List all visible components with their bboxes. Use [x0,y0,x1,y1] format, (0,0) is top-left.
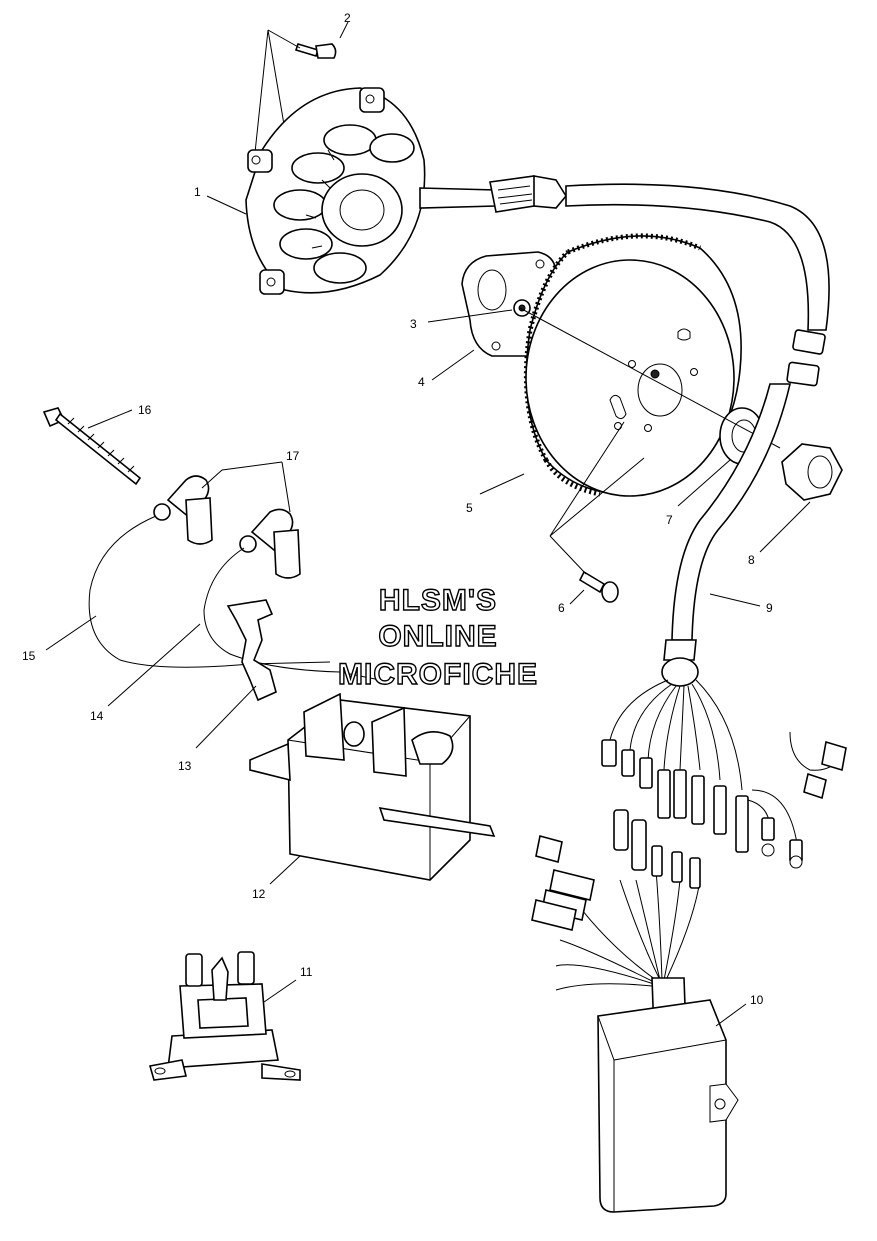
stator-cable [419,175,830,331]
callout-8: 8 [748,553,755,567]
leader-2 [339,21,349,39]
part-5-flywheel [523,233,742,497]
leader-7 [677,459,731,507]
leader-6 [569,589,585,605]
callout-4: 4 [418,375,425,389]
callout-2: 2 [344,11,351,25]
callout-11: 11 [300,965,313,979]
leader-10 [715,1003,747,1027]
leader-4 [431,349,475,381]
callout-15: 15 [22,649,36,663]
callout-16: 16 [138,403,152,417]
callout-1: 1 [194,185,201,199]
part-16-tie-strap [42,407,142,486]
part-9-harness [661,329,826,687]
callout-10: 10 [750,993,764,1007]
harness-wires [601,679,847,869]
bracket-17 [201,461,291,513]
leader-9 [709,593,761,607]
callout-9: 9 [766,601,773,615]
callout-5: 5 [466,501,473,515]
part-2-screw [294,43,337,59]
part-17-plug-cap-right [239,508,301,579]
part-1-stator [245,87,426,295]
watermark-line-3: MICROFICHE [338,658,538,691]
callout-12: 12 [252,887,266,901]
callout-6: 6 [558,601,565,615]
watermark-line-2: ONLINE [378,620,497,653]
leader-5 [479,473,525,495]
callout-14: 14 [90,709,104,723]
part-17-plug-cap-left [153,475,213,545]
part-3-key [513,299,531,317]
part-14-ht-lead [203,547,381,681]
part-13-bracket [226,599,277,702]
leader-13 [195,685,257,749]
part-12-ignition-coil [249,692,496,881]
callout-7: 7 [666,513,673,527]
leader-3 [427,309,513,323]
watermark-line-1: HLSM'S [379,584,497,617]
part-6-screw [578,570,619,603]
leader-1 [206,195,247,215]
callout-17: 17 [286,449,300,463]
callout-13: 13 [178,759,192,773]
part-8-nut [781,443,843,501]
leader-14 [107,623,201,707]
leader-12 [269,855,301,885]
part-11-solenoid [148,951,301,1081]
part-15-ht-lead [88,515,331,668]
bracket-6 [549,421,645,575]
callout-3: 3 [410,317,417,331]
leader-16 [87,409,133,429]
leader-8 [759,501,811,553]
part-10-cdi-box [531,809,739,1213]
center-axis [519,307,781,449]
leader-11 [263,979,297,1003]
leader-15 [45,615,97,651]
